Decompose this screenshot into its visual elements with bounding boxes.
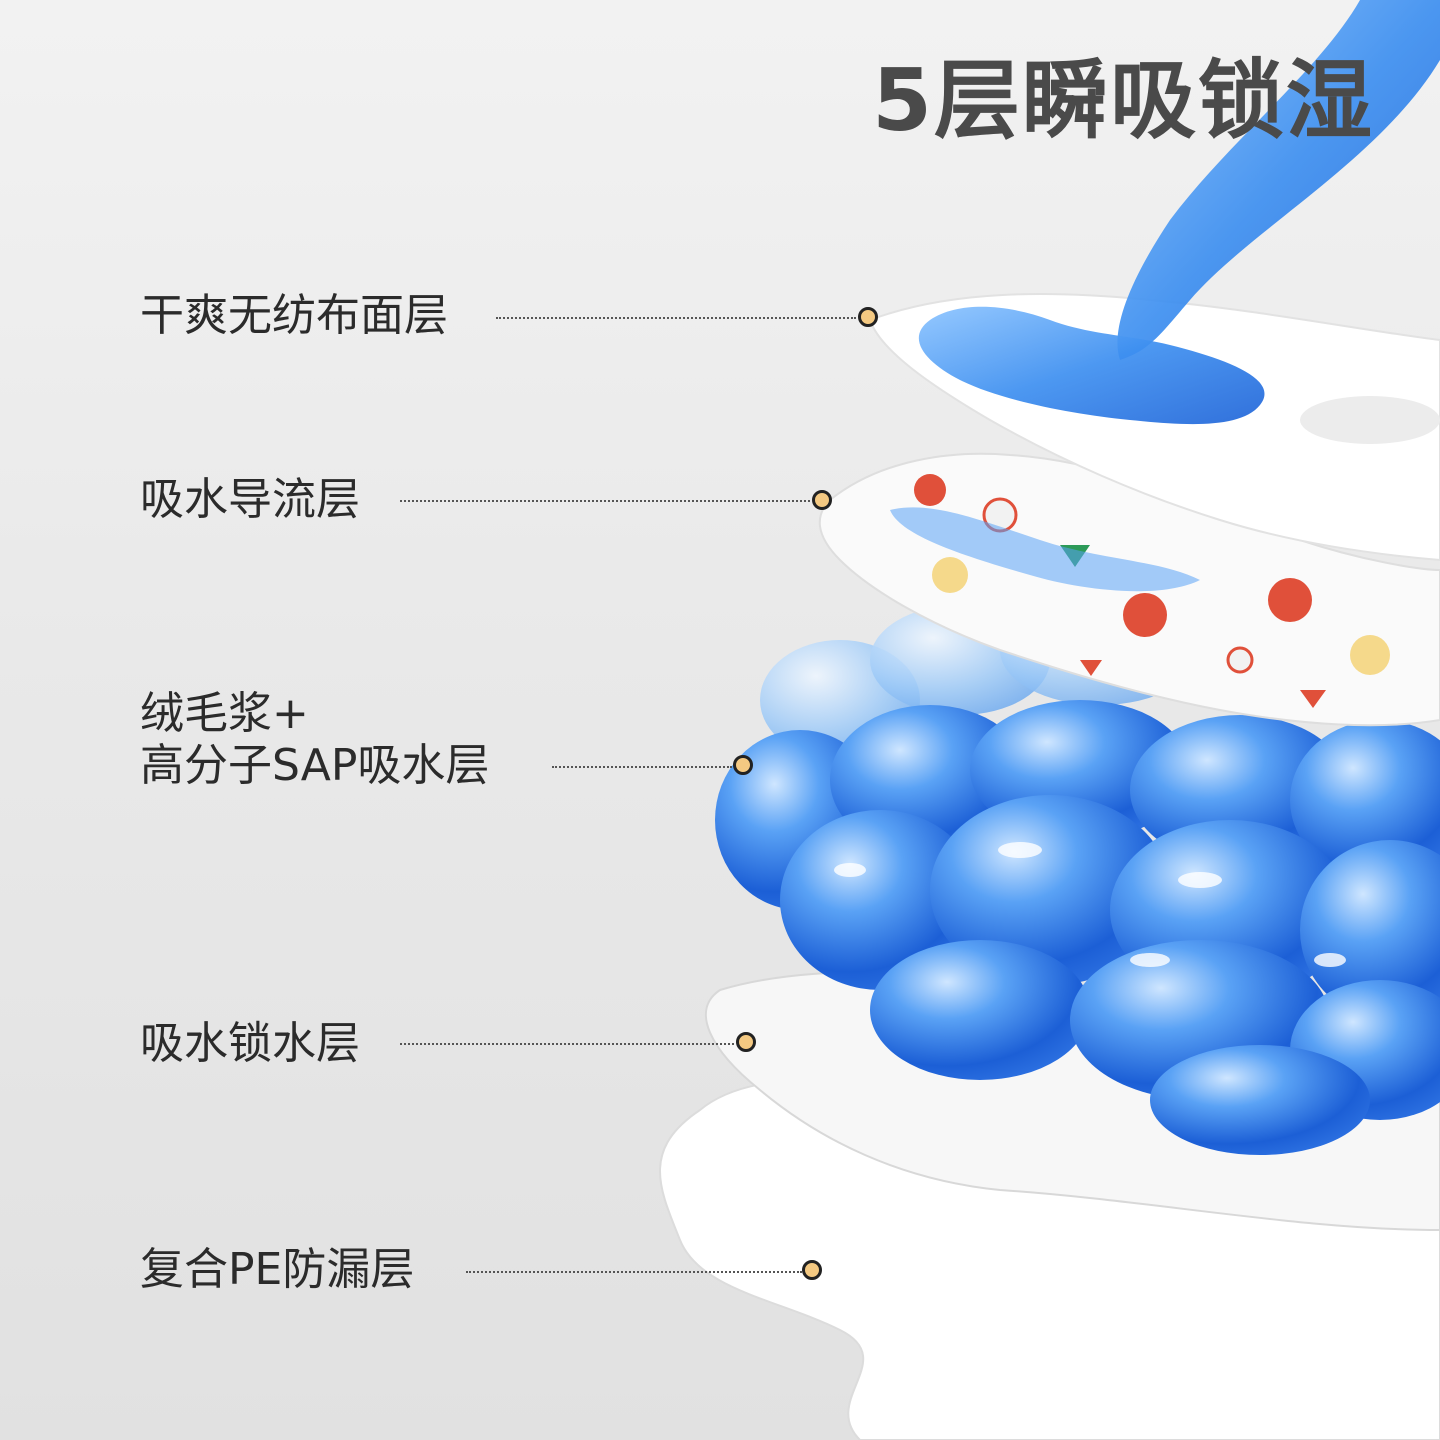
- page-title: 5层瞬吸锁湿: [872, 51, 1374, 151]
- marker-dot-diversion: [812, 490, 832, 510]
- leader-line-lock-water: [400, 1043, 734, 1045]
- leader-line-pe-leakproof: [466, 1271, 802, 1273]
- layer-label-pe-leakproof: 复合PE防漏层: [140, 1244, 415, 1295]
- layer-label-sap-line1: 绒毛浆+: [140, 688, 309, 739]
- layer-label-diversion: 吸水导流层: [140, 474, 360, 525]
- liquid-stream: [1117, 0, 1440, 360]
- marker-dot-pe-leakproof: [802, 1260, 822, 1280]
- marker-dot-sap: [733, 755, 753, 775]
- top-layer-hole: [1300, 396, 1440, 444]
- layer-label-lock-water: 吸水锁水层: [140, 1018, 360, 1069]
- diversion-layer-shape: [818, 452, 1440, 727]
- sap-bead-cluster: [715, 595, 1440, 1155]
- layer-label-top-nonwoven: 干爽无纺布面层: [140, 290, 448, 341]
- leader-line-sap: [552, 766, 732, 768]
- leader-line-top-nonwoven: [496, 317, 856, 319]
- leader-line-diversion: [400, 500, 810, 502]
- layer-label-sap-line2: 高分子SAP吸水层: [140, 740, 490, 791]
- marker-dot-top-nonwoven: [858, 307, 878, 327]
- liquid-splash: [918, 306, 1265, 425]
- marker-dot-lock-water: [736, 1032, 756, 1052]
